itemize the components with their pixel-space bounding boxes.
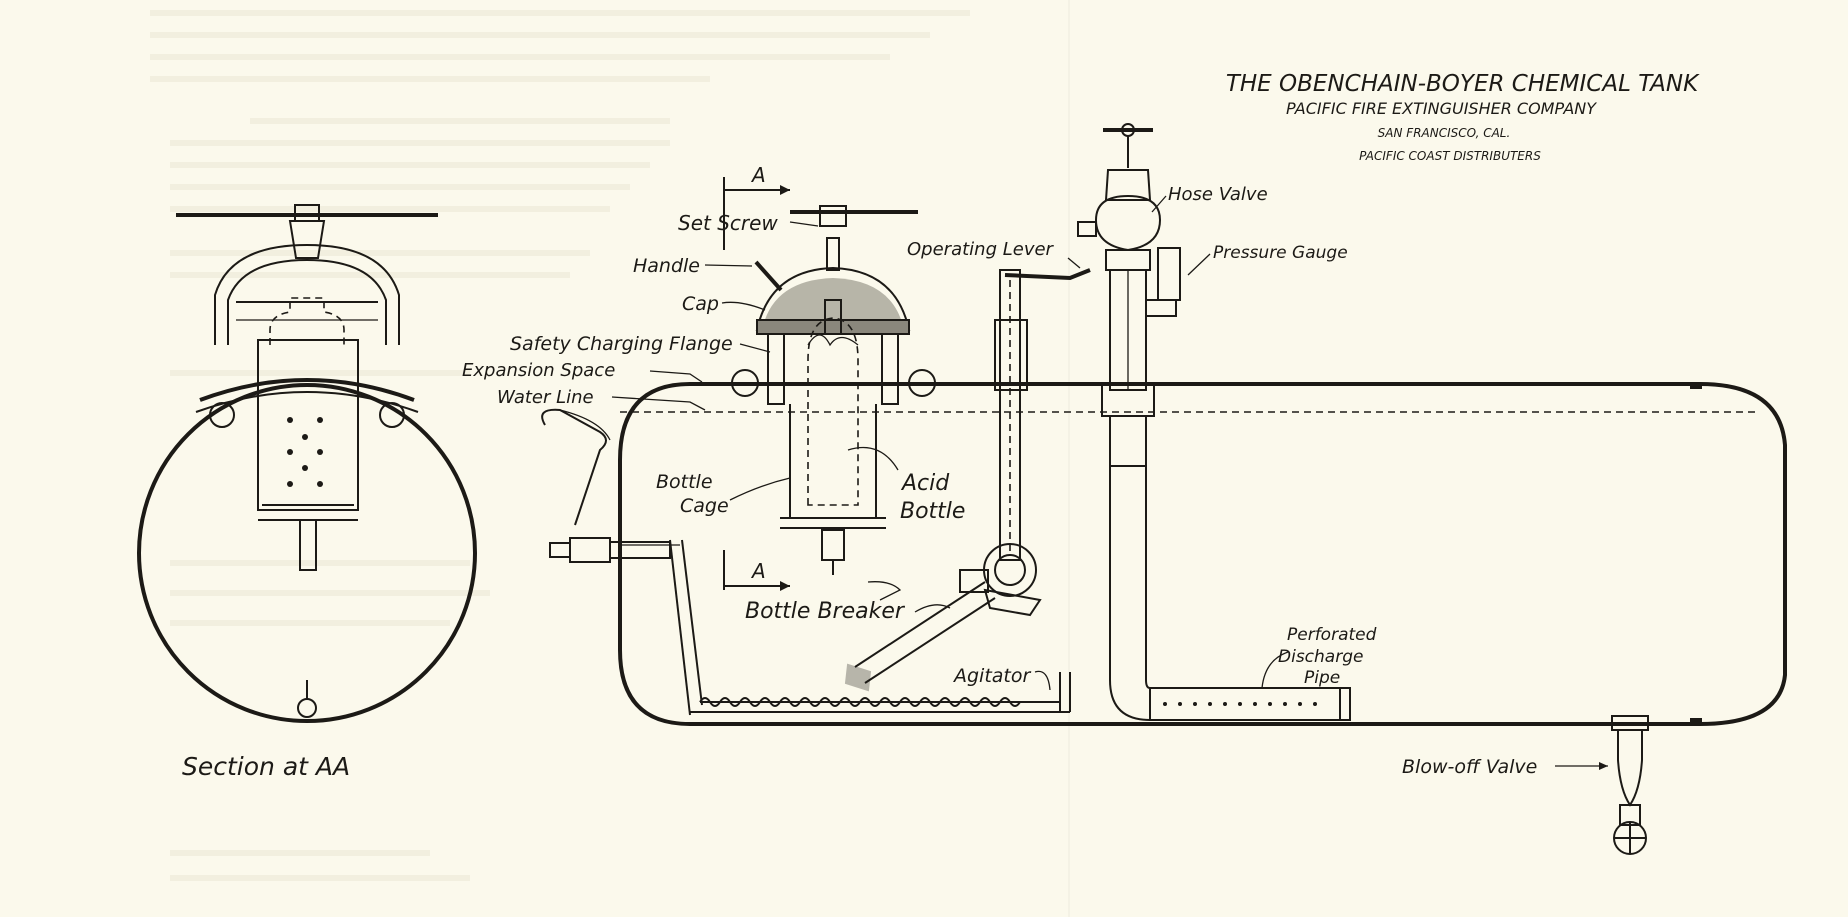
label-perforated-2: Discharge (1278, 647, 1363, 667)
tank-shell (618, 382, 1787, 726)
city: SAN FRANCISCO, CAL. (1378, 126, 1511, 140)
title-block: THE OBENCHAIN-BOYER CHEMICAL TANK PACIFI… (1226, 71, 1700, 163)
label-acid-bottle-1: Acid (900, 471, 950, 496)
bottle-cage-main (789, 404, 877, 519)
label-expansion-space: Expansion Space (462, 360, 615, 381)
blow-off-valve (1611, 715, 1649, 855)
label-blow-off: Blow-off Valve (1402, 756, 1537, 778)
label-agitator: Agitator (952, 665, 1032, 687)
section-view: Section at AA (137, 204, 477, 781)
distributors: PACIFIC COAST DISTRIBUTERS (1359, 149, 1541, 163)
company: PACIFIC FIRE EXTINGUISHER COMPANY (1286, 99, 1597, 118)
bleed-through-text (150, 0, 1070, 917)
label-handle: Handle (633, 255, 700, 277)
label-safety-flange: Safety Charging Flange (510, 333, 733, 355)
label-water-line: Water Line (497, 387, 594, 408)
label-cap: Cap (682, 293, 719, 315)
label-acid-bottle-2: Bottle (900, 499, 965, 524)
cap-handle (754, 260, 783, 292)
label-operating-lever: Operating Lever (907, 239, 1055, 260)
label-set-screw: Set Screw (678, 211, 778, 235)
label-pressure-gauge: Pressure Gauge (1213, 243, 1348, 263)
label-perforated-1: Perforated (1287, 625, 1377, 645)
breaker-mechanism (844, 268, 1091, 692)
callouts: Set Screw Handle Cap Safety Charging Fla… (462, 184, 1608, 778)
yoke (214, 243, 400, 345)
label-bottle-breaker: Bottle Breaker (745, 599, 906, 624)
discharge-assembly (1077, 123, 1351, 722)
section-mark-top: A (750, 163, 766, 187)
title: THE OBENCHAIN-BOYER CHEMICAL TANK (1226, 71, 1700, 97)
agitator-crank (541, 408, 1071, 716)
flange-bolt (908, 369, 936, 397)
label-bottle-cage-2: Cage (680, 495, 729, 517)
bottle-cage (257, 339, 359, 511)
section-label: Section at AA (182, 752, 350, 781)
label-perforated-3: Pipe (1304, 668, 1340, 688)
pressure-gauge (1157, 247, 1181, 301)
perforated-pipe (1149, 687, 1351, 721)
cap (755, 266, 911, 331)
label-hose-valve: Hose Valve (1168, 184, 1268, 205)
cap-assembly (731, 205, 936, 575)
section-mark-bottom: A (750, 559, 766, 583)
hose-valve-body (1094, 194, 1162, 252)
main-tank (618, 382, 1787, 726)
label-bottle-cage-1: Bottle (656, 471, 713, 493)
dome-ring (199, 378, 415, 402)
breaker-shaft (999, 269, 1021, 561)
section-marks: A A (723, 163, 790, 591)
flange-bolt (731, 369, 759, 397)
agitator-coil (699, 697, 1021, 707)
tank-cross-section (137, 383, 477, 723)
